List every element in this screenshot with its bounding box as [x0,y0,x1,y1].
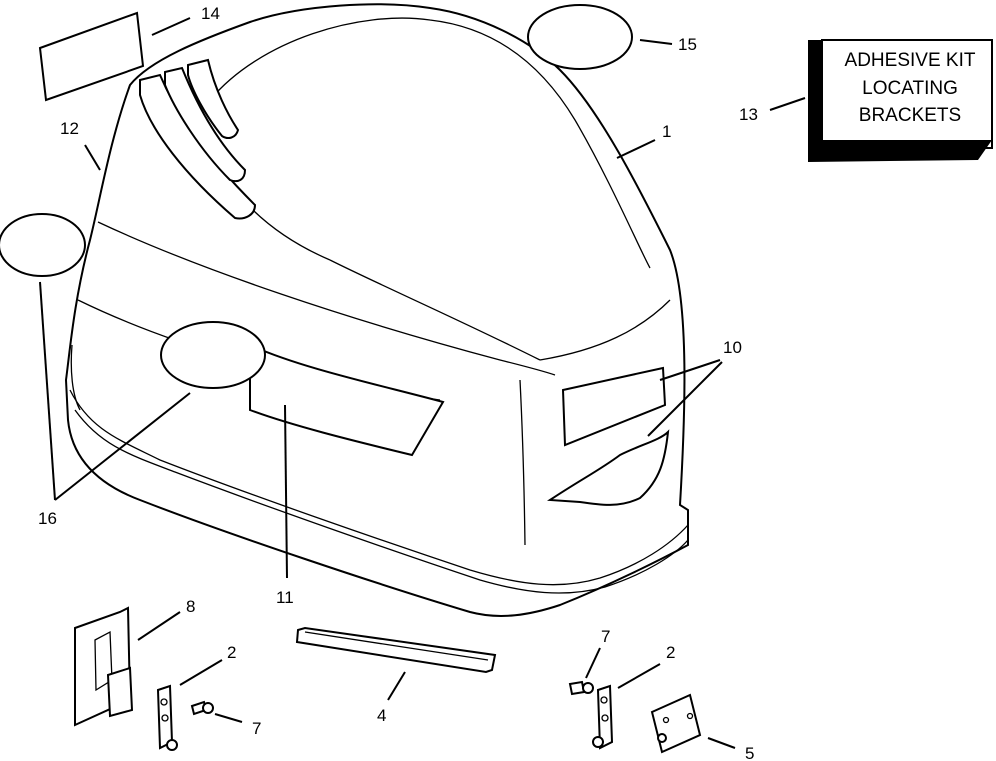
kit-box-line-1: ADHESIVE KIT [845,50,976,71]
callout-12: 12 [60,119,79,138]
callout-4: 4 [377,706,386,725]
callout-13: 13 [739,105,758,124]
callout-15: 15 [678,35,697,54]
callout-7-left: 7 [252,719,261,738]
callout-2-right: 2 [666,643,675,662]
callout-14: 14 [201,4,220,23]
kit-box-line-2: LOCATING [862,78,958,99]
decal-14-rectangle [38,11,145,102]
callout-labels: 1 2 2 4 5 7 7 8 10 11 12 13 14 15 16 [38,4,758,761]
decal-10-rectangle [561,366,667,447]
callout-5: 5 [745,744,754,761]
decal-10-wave [546,429,670,506]
part-8-bracket-plate [74,606,134,727]
part-2-bracket-right [592,684,614,750]
decal-11-band [249,343,445,457]
decal-15-oval [527,4,633,70]
adhesive-kit-box: ADHESIVE KIT LOCATING BRACKETS [808,39,993,162]
decal-16-oval-left [0,213,86,277]
callout-2-left: 2 [227,643,236,662]
decal-16-oval-front [160,321,266,389]
callout-8: 8 [186,597,195,616]
part-2-bracket-left [156,684,178,751]
engine-cowl [64,3,689,617]
kit-box-line-3: BRACKETS [859,105,961,126]
callout-16: 16 [38,509,57,528]
callout-1: 1 [662,122,671,141]
callout-7-right: 7 [601,627,610,646]
part-7-screw-left [190,700,214,716]
leader-lines [39,17,806,749]
part-5-latch-plate [650,693,702,754]
callout-10: 10 [723,338,742,357]
part-7-screw-right [568,680,594,696]
callout-11: 11 [276,588,294,607]
part-4-rubber-strip [295,626,497,674]
